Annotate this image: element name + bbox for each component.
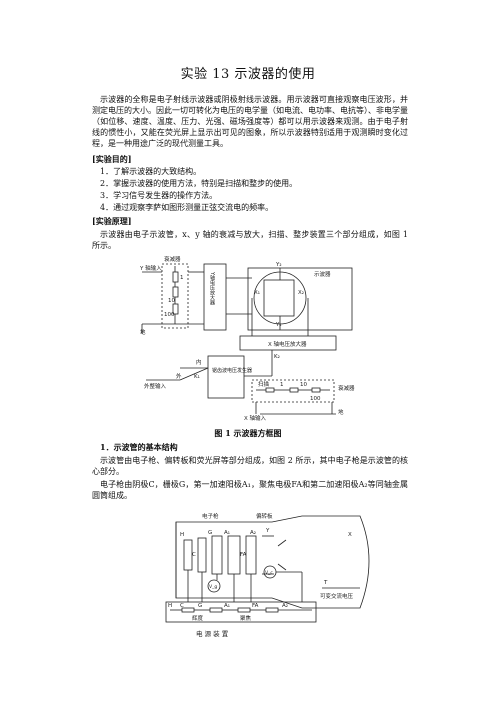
fig2-label-h2: H	[168, 603, 172, 609]
fig1-label-outer: 外	[176, 372, 182, 380]
figure-1-caption: 图 1 示波器方框图	[214, 428, 282, 438]
fig1-label-k2: K₂	[274, 354, 280, 360]
fig1-label-ground: 地	[140, 328, 146, 336]
fig1-label-sw-d: 100	[310, 396, 321, 402]
intro-paragraph: 示波器的全称是电子射线示波器或阴极射线示波器。用示波器可直接观察电压波形，并测定…	[92, 95, 408, 148]
fig1-label-x2: X₂	[298, 290, 304, 296]
principle-heading: [实验原理]	[92, 216, 132, 226]
section-1-paragraph-2: 电子枪由阴极C，栅极G，第一加速阳极A₁，聚焦电极FA和第二加速阳极A₂等同轴金…	[92, 480, 408, 500]
principle-paragraph: 示波器由电子示波管，x、y 轴的衰减与放大，扫描、整步装置三个部分组成，如图 1…	[92, 230, 408, 250]
fig1-label-ground-2: 地	[338, 408, 344, 416]
fig2-label-g2: G	[198, 603, 202, 609]
fig2-label-t: T	[323, 580, 328, 586]
fig2-label-vg: V_g	[209, 584, 217, 590]
fig1-label-sw-a: 扫描	[258, 380, 270, 388]
purpose-item: 4．通过观察李萨如图形测量正弦交流电的频率。	[100, 203, 274, 212]
fig1-label-y-amp: Y轴电压放大器	[209, 271, 215, 306]
fig1-label-inner: 内	[196, 358, 202, 366]
fig2-label-h: H	[180, 532, 184, 538]
fig2-label-vc: V_c	[265, 570, 273, 576]
fig2-label-x: X	[348, 532, 352, 538]
purpose-item: 1．了解示波器的大致结构。	[100, 167, 202, 176]
fig1-label-y-input: Y 轴输入	[140, 264, 162, 272]
fig1-label-attenuator-side: 衰减器	[338, 384, 355, 392]
fig2-label-a1: A₁	[224, 530, 230, 536]
section-1-heading: 1．示波管的基本结构	[100, 442, 178, 452]
purpose-item: 3．学习信号发生器的操作方法。	[100, 191, 218, 200]
purpose-heading: [实验目的]	[92, 154, 132, 164]
fig2-label-a1b: A₁	[224, 603, 230, 609]
fig1-label-scope: 示波器	[314, 270, 331, 278]
fig2-label-deflector: 偏转板	[256, 512, 273, 520]
fig2-label-ac: 可变交流电压	[320, 592, 354, 600]
fig1-label-x-amp: X 轴电压放大器	[268, 340, 307, 348]
fig2-label-a2: A₂	[250, 530, 256, 536]
fig1-label-k1: K₁	[194, 374, 200, 380]
fig1-label-sw-c: 10	[300, 382, 307, 388]
page-title: 实验 13 示波器的使用	[180, 67, 316, 82]
fig2-label-a2b: A₂	[282, 603, 288, 609]
fig1-label-r100: 100	[164, 312, 175, 318]
fig1-label-sw-b: 1	[280, 382, 284, 388]
fig1-label-ext-input: 外整输入	[144, 382, 167, 390]
figure-2-crt-diagram: 电子枪 偏转板 H C G A₁ FA A₂ Y X T V_g V_c H C…	[165, 512, 370, 638]
fig1-label-r10: 10	[168, 298, 175, 304]
fig2-label-device: 电 源 装 置	[196, 629, 229, 638]
fig1-label-y1: Y₁	[275, 322, 282, 328]
fig2-label-g: G	[208, 530, 212, 536]
fig1-label-attenuator: 衰减器	[164, 255, 181, 263]
fig1-label-r1: 1	[180, 275, 184, 281]
fig2-label-c: C	[192, 552, 196, 558]
fig2-label-fa2: FA	[252, 603, 259, 609]
fig2-label-gun: 电子枪	[202, 512, 219, 520]
fig2-label-focus: 聚焦	[240, 614, 252, 622]
purpose-item: 2．掌握示波器的使用方法，特别是扫描和整步的使用。	[100, 179, 298, 188]
fig2-label-brightness: 辉度	[192, 614, 204, 622]
section-1-paragraph: 示波管由电子枪、偏转板和荧光屏等部分组成，如图 2 所示，其中电子枪是示波管的核…	[92, 456, 408, 476]
fig2-label-y: Y	[265, 528, 270, 534]
fig1-label-x-input: X 轴输入	[244, 414, 267, 422]
figure-1-block-diagram: 衰减器 Y 轴输入 1 10 100 地 Y轴电压放大器 示波器 Y₂ Y₁ X…	[140, 255, 355, 422]
fig2-label-fa: FA	[240, 552, 247, 558]
fig1-label-x1: X₁	[254, 290, 260, 296]
fig1-label-sweep: 锯齿波电压发生器	[212, 367, 252, 374]
fig2-label-c2: C	[180, 603, 184, 609]
fig1-label-y2: Y₂	[275, 262, 282, 268]
